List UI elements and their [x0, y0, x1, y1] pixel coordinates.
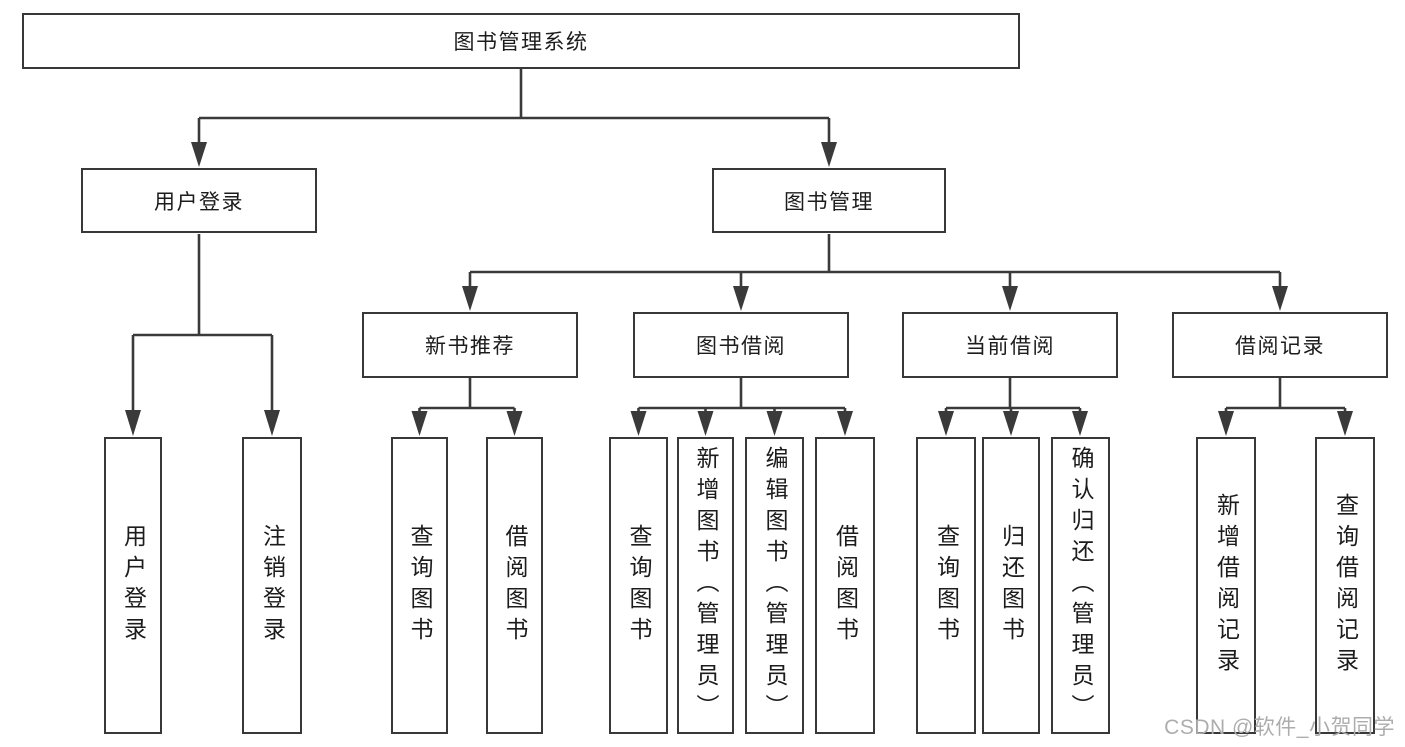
connector-borrow-records-children	[1218, 378, 1353, 436]
leaf-label: 归还图书	[998, 523, 1025, 648]
node-label: 新书推荐	[425, 335, 515, 358]
leaf-query-borrow-record: 查询借阅记录	[1315, 437, 1375, 734]
leaf-label: 确认归还（管理员）	[1068, 446, 1094, 725]
leaf-label: 新增图书（管理员）	[693, 446, 719, 725]
leaf-label: 借阅图书	[832, 523, 859, 648]
watermark: CSDN @软件_小贺同学	[1164, 716, 1395, 739]
leaf-user-login: 用户登录	[104, 437, 162, 734]
leaf-return-books: 归还图书	[982, 437, 1040, 734]
node-library-system: 图书管理系统	[22, 13, 1020, 69]
leaf-label: 注销登录	[259, 523, 286, 648]
connector-book-borrow-children	[630, 378, 853, 436]
leaf-label: 查询图书	[407, 523, 433, 648]
leaf-confirm-return-admin: 确认归还（管理员）	[1051, 437, 1110, 734]
leaf-add-borrow-record: 新增借阅记录	[1196, 437, 1256, 734]
node-label: 用户登录	[154, 190, 244, 214]
leaf-label: 查询图书	[626, 523, 652, 648]
node-label: 当前借阅	[965, 335, 1055, 358]
node-label: 图书管理系统	[453, 31, 589, 54]
connector-new-book-children	[411, 378, 523, 436]
leaf-add-books-admin: 新增图书（管理员）	[677, 437, 734, 734]
leaf-label: 用户登录	[120, 523, 147, 648]
leaf-label: 编辑图书（管理员）	[762, 446, 788, 725]
node-book-borrow: 图书借阅	[633, 312, 849, 378]
leaf-logout-login: 注销登录	[242, 437, 302, 734]
leaf-edit-books-admin: 编辑图书（管理员）	[745, 437, 804, 734]
leaf-query-books-borrow: 查询图书	[609, 437, 668, 734]
connector-user-login-children	[125, 234, 280, 436]
node-label: 图书管理	[784, 190, 874, 214]
leaf-label: 查询借阅记录	[1332, 492, 1359, 679]
node-label: 借阅记录	[1235, 335, 1325, 358]
leaf-borrow-books-recommend: 借阅图书	[486, 437, 543, 734]
connector-current-borrow-children	[938, 378, 1088, 436]
node-user-login: 用户登录	[81, 168, 317, 233]
leaf-label: 查询图书	[933, 523, 960, 648]
node-current-borrow: 当前借阅	[902, 312, 1118, 378]
connector-root-to-level2	[191, 69, 837, 167]
connector-book-management-children	[462, 234, 1288, 311]
node-book-management: 图书管理	[712, 168, 946, 233]
node-label: 图书借阅	[696, 335, 786, 358]
leaf-borrow-books: 借阅图书	[815, 437, 875, 734]
leaf-query-books-recommend: 查询图书	[391, 437, 448, 734]
leaf-query-books-current: 查询图书	[916, 437, 976, 734]
node-new-book-recommend: 新书推荐	[362, 312, 578, 378]
leaf-label: 借阅图书	[502, 523, 528, 648]
leaf-label: 新增借阅记录	[1213, 492, 1240, 679]
node-borrow-records: 借阅记录	[1172, 312, 1388, 378]
